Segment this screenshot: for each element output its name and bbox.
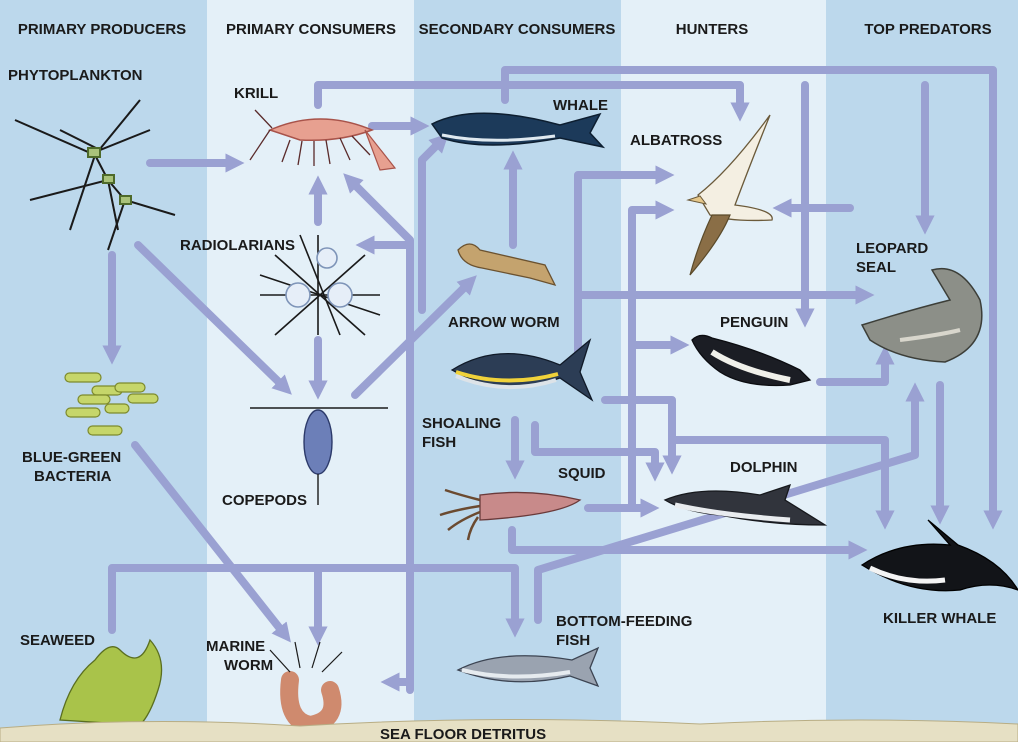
label-arrow-worm: ARROW WORM [448, 314, 560, 331]
label-bacteria: BACTERIA [34, 468, 112, 485]
column-header-secondary-consumers: SECONDARY CONSUMERS [419, 21, 616, 38]
column-header-top-predators: TOP PREDATORS [864, 21, 991, 38]
label-dolphin: DOLPHIN [730, 459, 798, 476]
label-krill: KRILL [234, 85, 278, 102]
label-squid: SQUID [558, 465, 606, 482]
label-bottom-feeding: BOTTOM-FEEDING [556, 613, 692, 630]
label-copepods: COPEPODS [222, 492, 307, 509]
label-leopard: LEOPARD [856, 240, 928, 257]
label-albatross: ALBATROSS [630, 132, 722, 149]
label-sea-floor-detritus: SEA FLOOR DETRITUS [380, 726, 546, 742]
column-header-hunters: HUNTERS [676, 21, 749, 38]
label-seaweed: SEAWEED [20, 632, 95, 649]
label-marine: MARINE [206, 638, 265, 655]
label-seal: SEAL [856, 259, 896, 276]
label-radiolarians: RADIOLARIANS [180, 237, 295, 254]
label-shoaling-fish: FISH [422, 434, 456, 451]
label-worm: WORM [224, 657, 273, 674]
column-header-primary-producers: PRIMARY PRODUCERS [18, 21, 186, 38]
label-whale: WHALE [553, 97, 608, 114]
label-killer-whale: KILLER WHALE [883, 610, 996, 627]
label-bottom-feeding-fish: FISH [556, 632, 590, 649]
label-shoaling: SHOALING [422, 415, 501, 432]
band-primary-producers [0, 0, 207, 742]
column-header-primary-consumers: PRIMARY CONSUMERS [226, 21, 396, 38]
label-phytoplankton: PHYTOPLANKTON [8, 67, 142, 84]
label-blue-green: BLUE-GREEN [22, 449, 121, 466]
label-penguin: PENGUIN [720, 314, 788, 331]
